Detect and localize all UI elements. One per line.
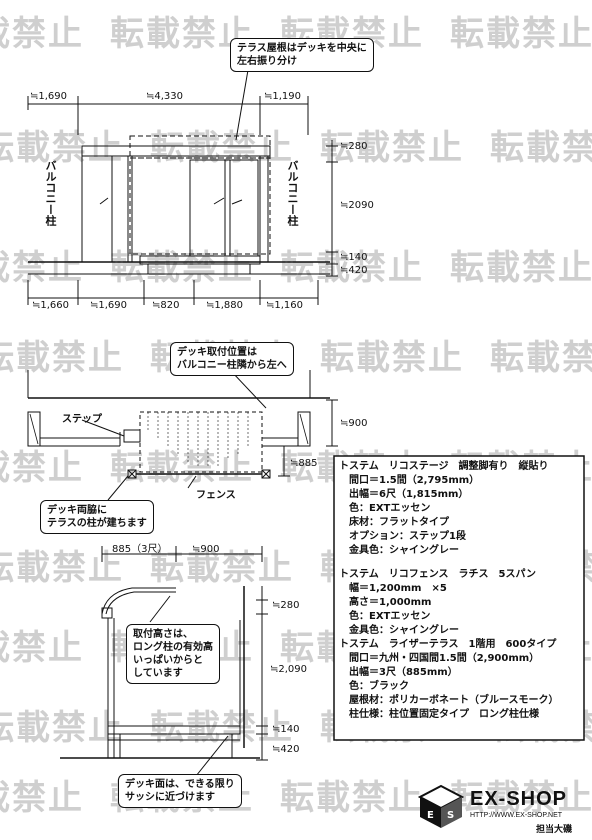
spec-terrace-line: 柱仕様：柱位置固定タイプ ロング柱仕様 [349, 709, 539, 720]
side-view [60, 546, 268, 777]
spec-deck-line: 床材：フラットタイプ [349, 517, 449, 528]
spec-terrace-line: 屋根材：ポリカーボネート（ブルースモーク） [349, 695, 559, 706]
note-height-line-1: 取付高さは、 [133, 629, 193, 640]
note-roof-line-2: 左右振り分け [237, 56, 297, 67]
svg-text:E: E [427, 810, 434, 821]
note-height-line-2: ロング柱の有効高 [133, 642, 213, 653]
spec-deck-line: 出幅＝6尺（1,815mm） [349, 489, 469, 500]
dim-right-3: ≒140 [340, 252, 368, 263]
svg-text:S: S [447, 810, 454, 821]
logo-url: HTTP://WWW.EX-SHOP.NET [470, 812, 563, 819]
spec-deck-title: トステム リコステージ 調整脚有り 縦貼り [339, 461, 549, 472]
dim-bottom-4: ≒1,880 [206, 300, 244, 311]
note-height-line-3: いっぱいからと [133, 655, 203, 666]
spec-terrace: トステム ライザーテラス 1階用 600タイプ 間口＝九州・四国間1.5間（2,… [339, 638, 579, 722]
note-pillar-line-1: デッキ両脇に [47, 505, 107, 516]
note-roof-line-1: テラス屋根はデッキを中央に [237, 43, 367, 54]
dim-top-left: ≒1,690 [30, 91, 68, 102]
note-mount-height: 取付高さは、 ロング柱の有効高 いっぱいからと しています [126, 624, 220, 684]
dim-bottom-1: ≒1,660 [32, 300, 70, 311]
dim-top-center: ≒4,330 [146, 91, 184, 102]
spec-fence-line: 幅＝1,200mm ×5 [349, 583, 447, 594]
note-deck-mount: デッキ取付位置は バルコニー柱隣から左へ [170, 342, 294, 376]
note-height-line-4: しています [133, 668, 183, 679]
spec-deck-line: 金具色：シャイングレー [349, 545, 459, 556]
dim-right-4: ≒420 [340, 265, 368, 276]
dim-side-885: 885（3尺） [112, 544, 168, 555]
dim-bottom-2: ≒1,690 [90, 300, 128, 311]
label-step: ステップ [62, 414, 102, 425]
logo-person: 担当大磯 [536, 825, 573, 835]
plan-view [27, 370, 338, 501]
dim-right-1: ≒280 [340, 141, 368, 152]
spec-terrace-title: トステム ライザーテラス 1階用 600タイプ [339, 639, 557, 650]
spec-fence-line: 高さ＝1,000mm [349, 597, 432, 608]
label-balcony-pillar-left: バルコニー柱 [44, 160, 57, 226]
note-mount-line-1: デッキ取付位置は [177, 347, 257, 358]
ex-shop-logo: E S EX-SHOP HTTP://WWW.EX-SHOP.NET 担当大磯 [417, 784, 588, 835]
note-pillar-line-2: テラスの柱が建ちます [47, 518, 147, 529]
spec-deck: トステム リコステージ 調整脚有り 縦貼り 間口＝1.5間（2,795mm） 出… [339, 460, 579, 558]
note-deck-surface: デッキ面は、できる限り サッシに近づけます [118, 774, 242, 808]
note-deck-line-1: デッキ面は、できる限り [125, 779, 235, 790]
dim-plan-900: ≒900 [340, 418, 368, 429]
dim-plan-885: ≒885 [290, 458, 318, 469]
spec-terrace-line: 出幅＝3尺（885mm） [349, 667, 458, 678]
spec-deck-line: 間口＝1.5間（2,795mm） [349, 475, 480, 486]
dim-side-3: ≒140 [272, 724, 300, 735]
dim-side-1: ≒280 [272, 600, 300, 611]
spec-terrace-line: 間口＝九州・四国間1.5間（2,900mm） [349, 653, 540, 664]
dim-side-2: ≒2,090 [270, 664, 308, 675]
note-deck-line-2: サッシに近づけます [125, 792, 215, 803]
spec-fence-line: 色：EXTエッセン [349, 611, 431, 622]
spec-fence-title: トステム リコフェンス ラチス 5スパン [339, 569, 536, 580]
spec-fence-line: 金具色：シャイングレー [349, 625, 459, 636]
product-spec-list: トステム リコステージ 調整脚有り 縦貼り 間口＝1.5間（2,795mm） 出… [339, 460, 579, 722]
dim-side-4: ≒420 [272, 744, 300, 755]
dim-bottom-3: ≒820 [152, 300, 180, 311]
elevation-view [27, 69, 338, 305]
label-balcony-pillar-right: バルコニー柱 [286, 160, 299, 226]
note-roof-placement: テラス屋根はデッキを中央に 左右振り分け [230, 38, 374, 72]
note-mount-line-2: バルコニー柱隣から左へ [177, 360, 287, 371]
dim-top-right: ≒1,190 [264, 91, 302, 102]
spec-box [333, 455, 585, 741]
dim-bottom-5: ≒1,160 [266, 300, 304, 311]
dim-right-2: ≒2090 [340, 200, 374, 211]
note-pillars: デッキ両脇に テラスの柱が建ちます [40, 500, 154, 534]
spec-fence: トステム リコフェンス ラチス 5スパン 幅＝1,200mm ×5 高さ＝1,0… [339, 568, 579, 638]
label-fence: フェンス [196, 490, 236, 501]
logo-name: EX-SHOP [470, 788, 568, 810]
dim-side-900: ≒900 [192, 544, 220, 555]
spec-deck-line: 色：EXTエッセン [349, 503, 431, 514]
spec-deck-line: オプション：ステップ1段 [349, 531, 466, 542]
spec-terrace-line: 色：ブラック [349, 681, 409, 692]
cube-logo-icon: E S [417, 784, 465, 828]
